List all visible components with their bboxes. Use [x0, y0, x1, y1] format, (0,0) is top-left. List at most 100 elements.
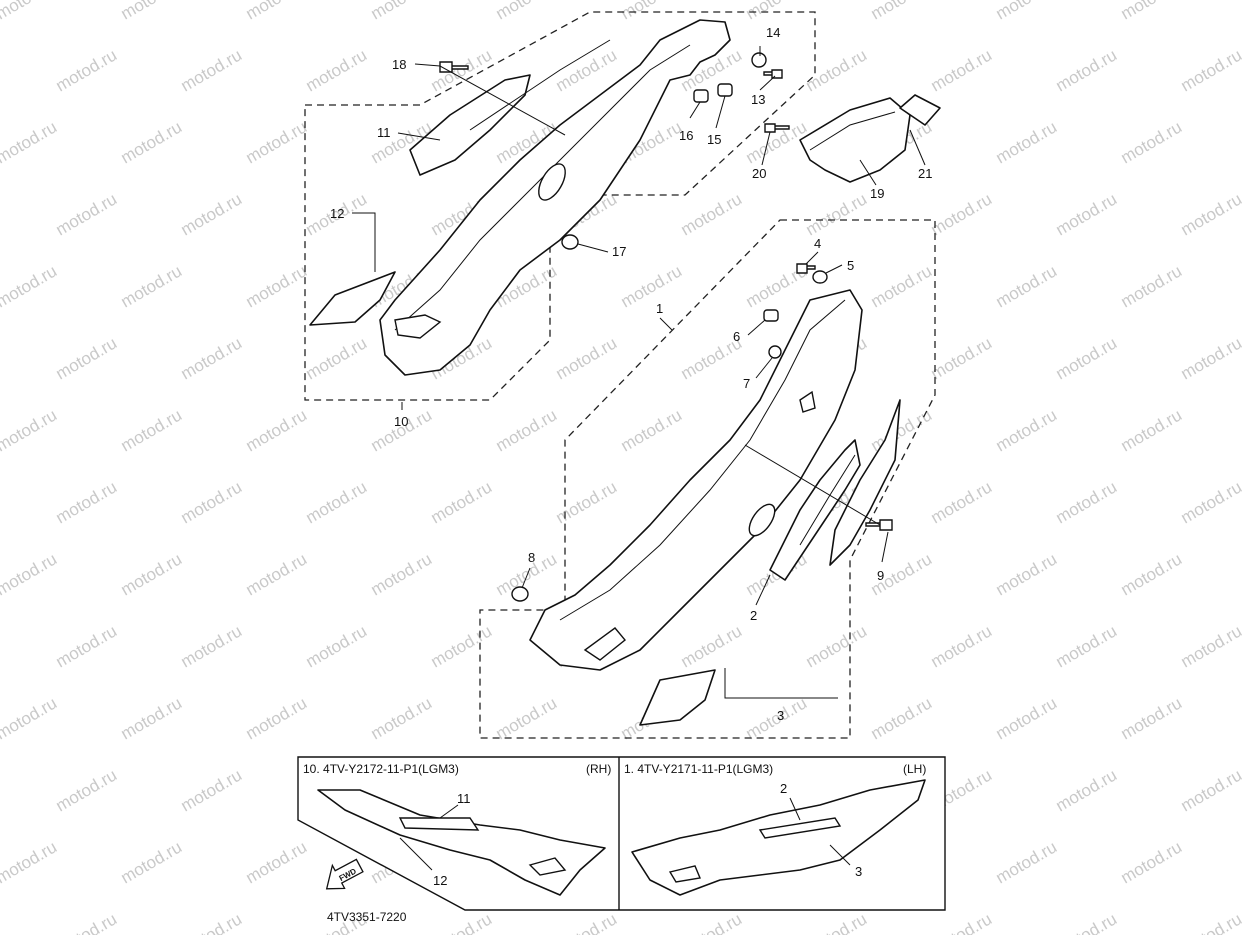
- legend-lh-emblem: [758, 817, 842, 839]
- watermark-text: motod.ru: [1243, 405, 1246, 455]
- watermark-text: motod.ru: [178, 189, 246, 239]
- emblem-11-shape: [409, 74, 531, 176]
- watermark-text: motod.ru: [553, 477, 621, 527]
- bolt-9: [865, 519, 893, 531]
- watermark-text: motod.ru: [178, 477, 246, 527]
- watermark-text: motod.ru: [1053, 909, 1121, 935]
- watermark-text: motod.ru: [1118, 0, 1186, 23]
- nut-14: [751, 52, 767, 68]
- watermark-text: motod.ru: [993, 405, 1061, 455]
- assembly-1-dashed-boundary: [479, 219, 936, 739]
- screw-4: [796, 263, 816, 274]
- side-cover-lh-lower-vent: [583, 627, 626, 661]
- watermark-text: motod.ru: [243, 261, 311, 311]
- leader-21: [909, 129, 926, 166]
- emblem-21: [899, 94, 941, 126]
- grommet-6: [763, 309, 779, 322]
- watermark-text: motod.ru: [1243, 0, 1246, 23]
- leader-15: [715, 95, 726, 129]
- watermark-text: motod.ru: [178, 765, 246, 815]
- watermark-text: motod.ru: [178, 45, 246, 95]
- watermark-text: motod.ru: [118, 405, 186, 455]
- watermark-text: motod.ru: [1178, 765, 1246, 815]
- leader-11: [397, 132, 441, 141]
- watermark-text: motod.ru: [1118, 261, 1186, 311]
- watermark-text: motod.ru: [178, 333, 246, 383]
- leader-16: [689, 101, 701, 119]
- watermark-text: motod.ru: [53, 333, 121, 383]
- watermark-text: motod.ru: [1053, 45, 1121, 95]
- watermark-text: motod.ru: [243, 0, 311, 23]
- callout-19: 19: [870, 186, 884, 201]
- nut-17: [561, 234, 579, 250]
- callout-11: 11: [377, 125, 391, 140]
- watermark-text: motod.ru: [53, 765, 121, 815]
- watermark-text: motod.ru: [803, 189, 871, 239]
- decal-3-lower: [639, 669, 716, 726]
- watermark-text: motod.ru: [803, 621, 871, 671]
- watermark-text: motod.ru: [1243, 549, 1246, 599]
- legend-rh-side: (RH): [586, 762, 611, 776]
- watermark-text: motod.ru: [1178, 477, 1246, 527]
- watermark-text: motod.ru: [993, 837, 1061, 887]
- watermark-text: motod.ru: [1243, 261, 1246, 311]
- watermark-text: motod.ru: [618, 405, 686, 455]
- callout-18: 18: [392, 57, 406, 72]
- leader-20: [761, 131, 771, 166]
- screw-20: [764, 123, 790, 133]
- callout-3: 3: [777, 708, 784, 723]
- watermark-text: motod.ru: [1118, 549, 1186, 599]
- tail-cover-19: [799, 97, 911, 183]
- watermark-text: motod.ru: [53, 189, 121, 239]
- side-cover-rh-inner-edge: [394, 44, 691, 331]
- callout-2: 2: [750, 608, 757, 623]
- watermark-text: motod.ru: [118, 117, 186, 167]
- callout-1: 1: [656, 301, 663, 316]
- watermark-text: motod.ru: [493, 405, 561, 455]
- watermark-text: motod.ru: [368, 549, 436, 599]
- legend-lh-heading: 1. 4TV-Y2171-11-P1(LGM3): [624, 762, 773, 776]
- callout-9: 9: [877, 568, 884, 583]
- watermark-text: motod.ru: [0, 693, 60, 743]
- leader-6: [747, 319, 766, 336]
- legend-rh-heading: 10. 4TV-Y2172-11-P1(LGM3): [303, 762, 459, 776]
- watermark-text: motod.ru: [993, 549, 1061, 599]
- legend-rh-emblem: [398, 817, 480, 831]
- watermark-text: motod.ru: [53, 477, 121, 527]
- leader-3: [724, 668, 838, 699]
- legend-lh-vent: [668, 865, 701, 883]
- grommet-15: [717, 83, 733, 97]
- leader-18: [414, 63, 566, 136]
- watermark-text: motod.ru: [1118, 837, 1186, 887]
- callout-16: 16: [679, 128, 693, 143]
- watermark-text: motod.ru: [178, 909, 246, 935]
- leader-2: [755, 574, 771, 606]
- watermark-text: motod.ru: [803, 45, 871, 95]
- watermark-text: motod.ru: [678, 621, 746, 671]
- watermark-text: motod.ru: [1243, 837, 1246, 887]
- grommet-16: [693, 89, 709, 103]
- tail-cover-19-edge: [809, 111, 896, 151]
- watermark-text: motod.ru: [368, 405, 436, 455]
- watermark-text: motod.ru: [1053, 189, 1121, 239]
- fwd-arrow-icon: [325, 858, 364, 890]
- grommet-8: [511, 586, 529, 602]
- watermark-text: motod.ru: [243, 693, 311, 743]
- watermark-text: motod.ru: [678, 189, 746, 239]
- leader-19: [859, 159, 877, 186]
- diagram-code: 4TV3351-7220: [327, 910, 407, 924]
- watermark-text: motod.ru: [303, 333, 371, 383]
- watermark-text: motod.ru: [0, 0, 60, 23]
- watermark-text: motod.ru: [53, 45, 121, 95]
- callout-14: 14: [766, 25, 780, 40]
- decal-3: [829, 399, 901, 566]
- watermark-text: motod.ru: [1118, 693, 1186, 743]
- watermark-text: motod.ru: [428, 909, 496, 935]
- legend-lh-side: (LH): [903, 762, 926, 776]
- legend-rh-lead-12: [399, 837, 433, 871]
- watermark-text: motod.ru: [368, 0, 436, 23]
- watermark-text: motod.ru: [993, 261, 1061, 311]
- watermark-text: motod.ru: [618, 0, 686, 23]
- legend-rh-callout-11: 11: [457, 791, 471, 806]
